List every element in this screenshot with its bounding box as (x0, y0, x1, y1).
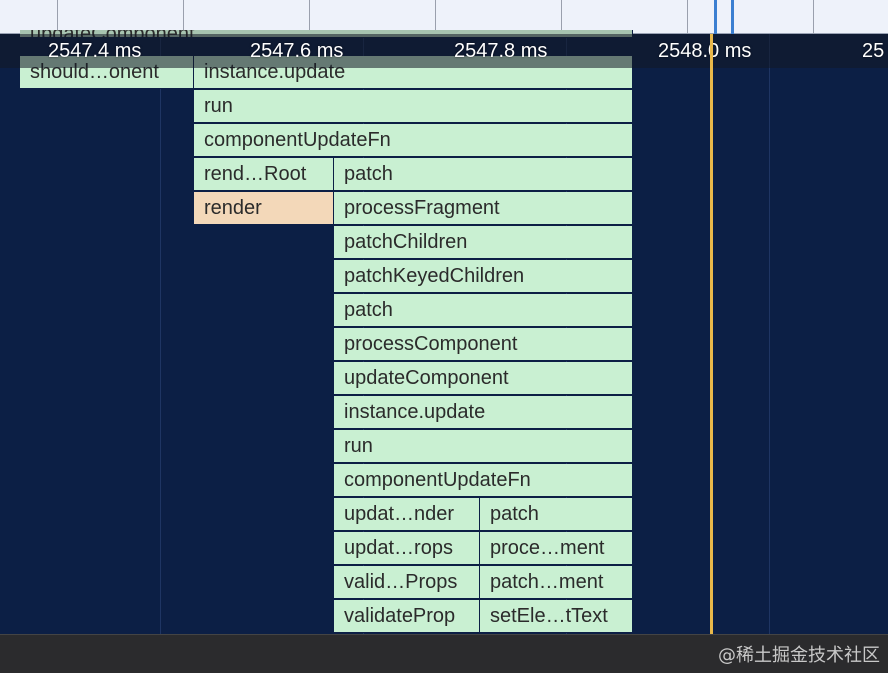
footer-bar: @稀土掘金技术社区 (0, 634, 888, 673)
time-label: 2547.8 ms (454, 40, 548, 62)
timeline-overview[interactable] (0, 0, 888, 34)
flame-frame[interactable]: updat…nder (334, 498, 480, 531)
overview-tick (435, 0, 436, 34)
flame-frame[interactable]: run (194, 90, 633, 123)
overview-selection-right-handle[interactable] (731, 0, 734, 34)
flame-frame[interactable]: patch (480, 498, 633, 531)
overview-tick (687, 0, 688, 34)
overview-tick (57, 0, 58, 34)
overview-tick (561, 0, 562, 34)
flame-frame-selected[interactable]: render (194, 192, 334, 225)
overview-tick (183, 0, 184, 34)
flame-frame[interactable]: patch…ment (480, 566, 633, 599)
time-label: 2547.4 ms (48, 40, 142, 62)
time-cursor[interactable] (710, 34, 713, 672)
flame-frame[interactable]: updateComponent (334, 362, 633, 395)
time-label: 2547.6 ms (250, 40, 344, 62)
overview-selection-left-handle[interactable] (714, 0, 717, 34)
flame-frame[interactable]: setEle…tText (480, 600, 633, 633)
flame-frame[interactable]: updat…rops (334, 532, 480, 565)
flame-frame[interactable]: processFragment (334, 192, 633, 225)
flame-frame[interactable]: patch (334, 294, 633, 327)
overview-tick (813, 0, 814, 34)
flame-frame[interactable]: rend…Root (194, 158, 334, 191)
flame-frame[interactable]: validateProp (334, 600, 480, 633)
flame-frame[interactable]: componentUpdateFn (334, 464, 633, 497)
flame-frame[interactable]: run (334, 430, 633, 463)
time-ruler: 2547.4 ms 2547.6 ms 2547.8 ms 2548.0 ms … (0, 34, 888, 68)
flame-frame[interactable]: proce…ment (480, 532, 633, 565)
flame-frame[interactable]: valid…Props (334, 566, 480, 599)
grid-line (769, 34, 770, 634)
flame-frame[interactable]: processComponent (334, 328, 633, 361)
time-label: 25 (862, 40, 885, 62)
flame-frame[interactable]: patch (334, 158, 633, 191)
flame-frame[interactable]: instance.update (334, 396, 633, 429)
grid-line (160, 34, 161, 634)
flame-frame[interactable]: componentUpdateFn (194, 124, 633, 157)
watermark-text: @稀土掘金技术社区 (718, 645, 880, 666)
time-label: 2548.0 ms (658, 40, 752, 62)
flame-frame[interactable]: patchKeyedChildren (334, 260, 633, 293)
overview-tick (309, 0, 310, 34)
flame-frame[interactable]: patchChildren (334, 226, 633, 259)
